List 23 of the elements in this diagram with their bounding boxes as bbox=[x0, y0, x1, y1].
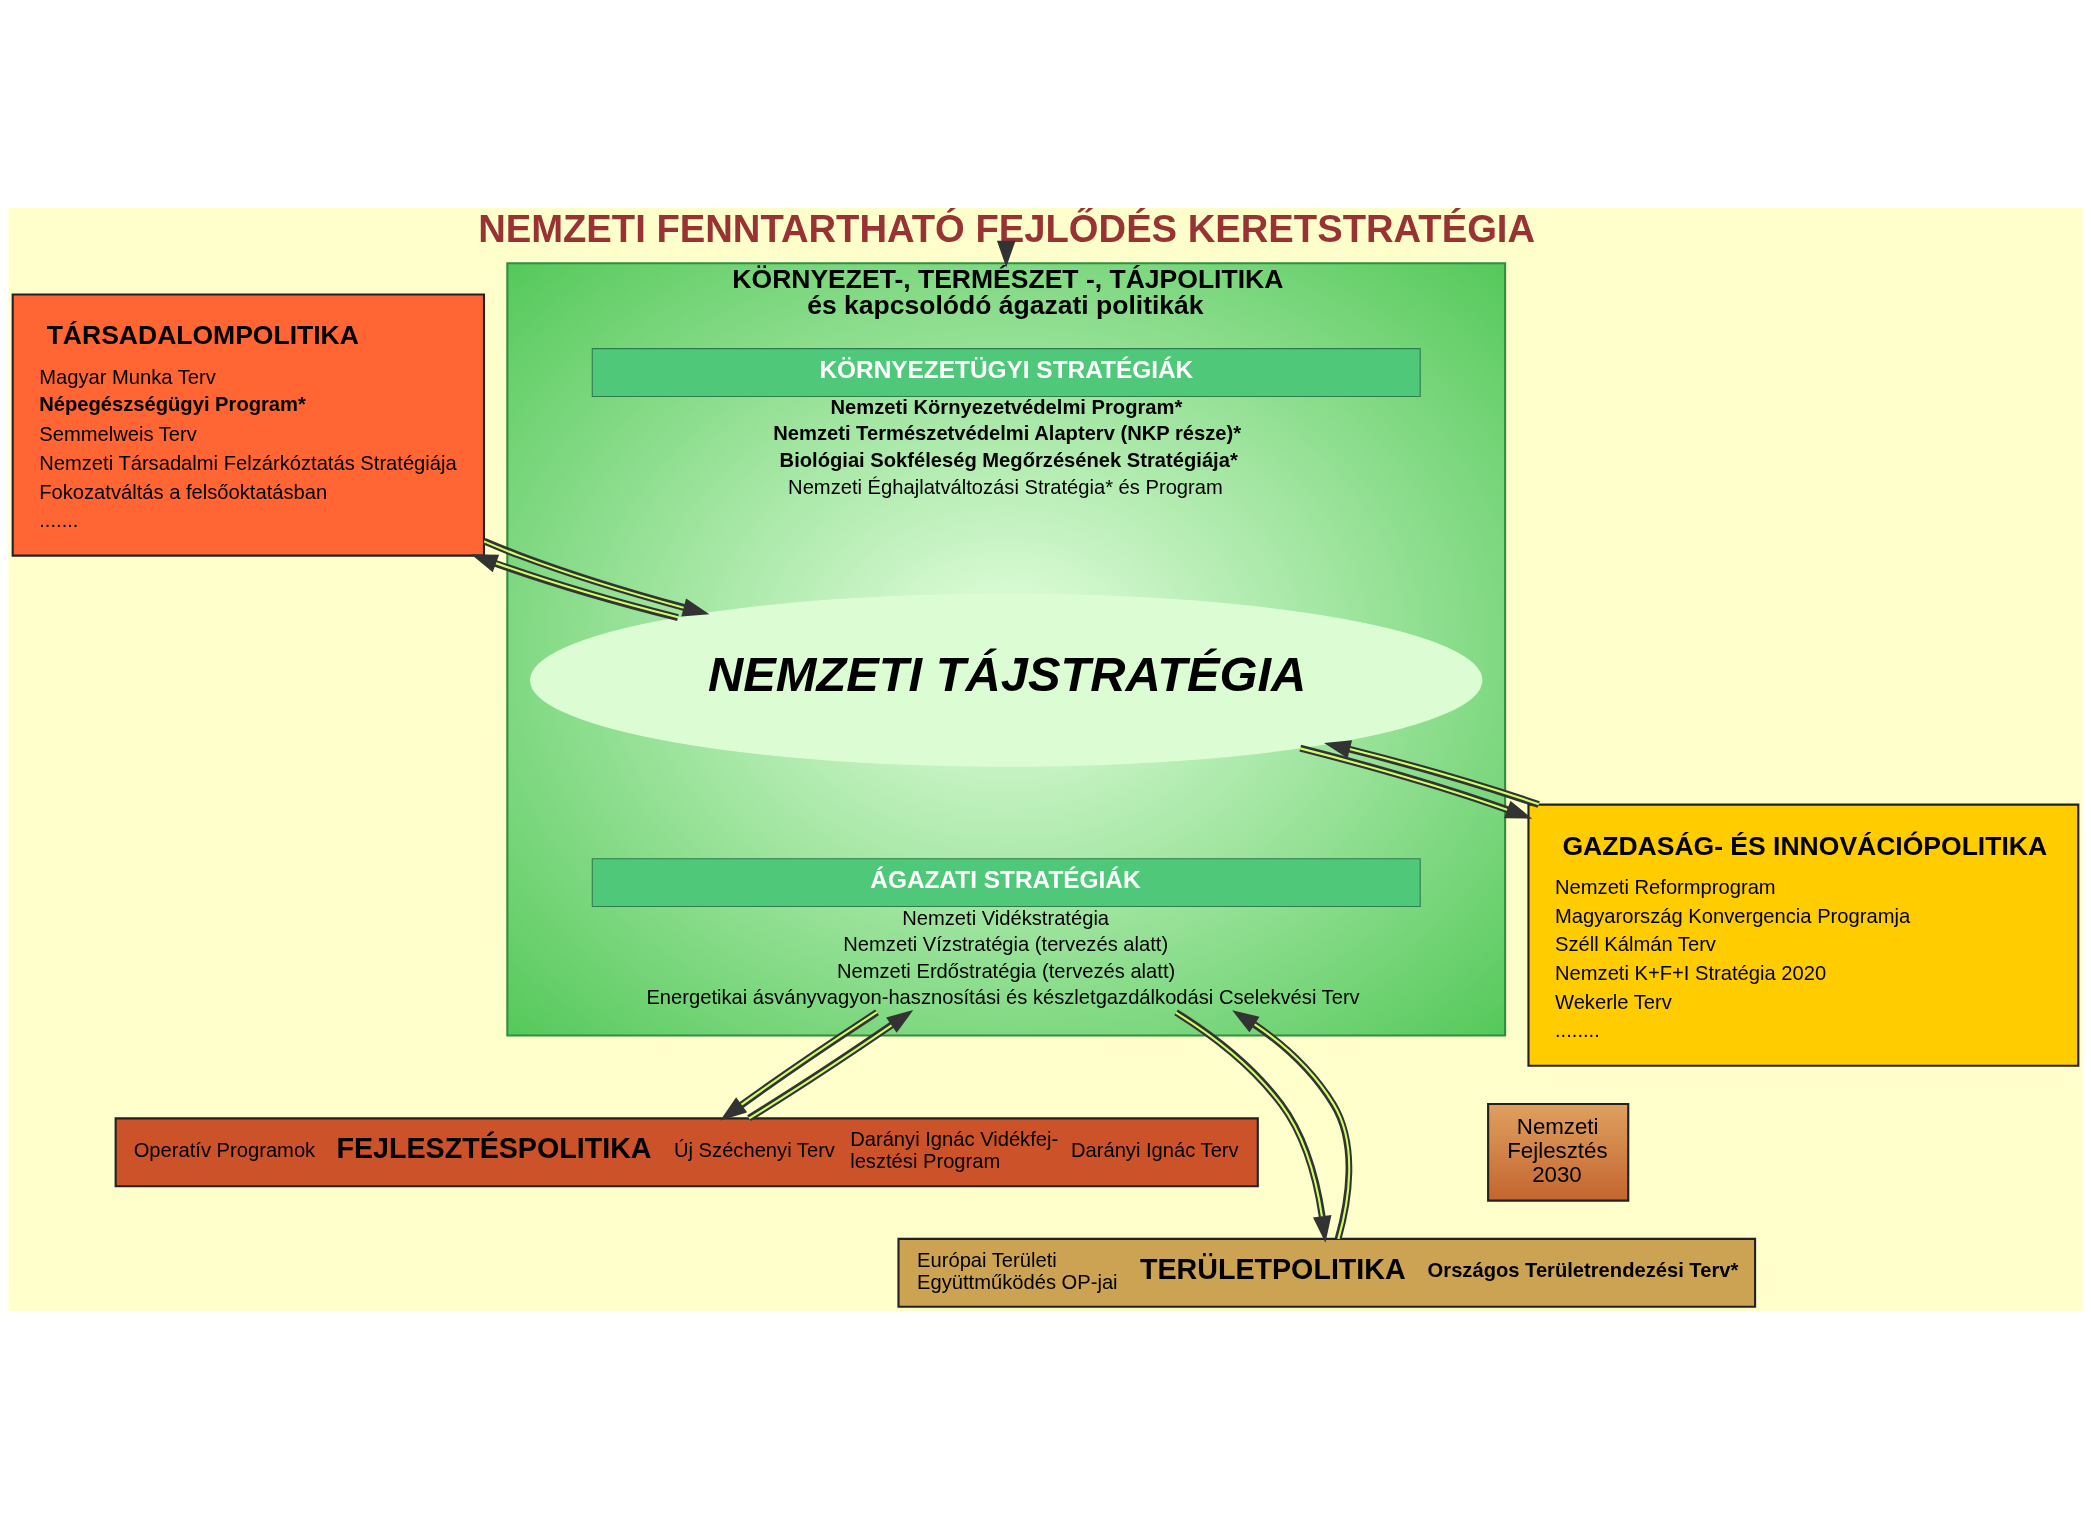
node-label: Nemzeti Erdőstratégia (tervezés alatt) bbox=[836, 959, 1176, 982]
node-label: Nemzeti Környezetvédelmi Program* bbox=[830, 395, 1183, 418]
node-label: Nemzeti Éghajlatváltozási Stratégia* és Program bbox=[788, 475, 1223, 498]
node-text: NEMZETI FENNTARTHATÓ FEJLŐDÉS KERETSTRATÉGIA bbox=[478, 206, 1536, 250]
arrow bbox=[720, 1009, 879, 1121]
arrow bbox=[471, 553, 679, 621]
arrow bbox=[1232, 1009, 1353, 1240]
arrow bbox=[1324, 739, 1540, 808]
arrow bbox=[747, 1009, 914, 1121]
arrow bbox=[1174, 1008, 1332, 1243]
node-ellipse: NEMZETI TÁJSTRATÉGIA bbox=[530, 593, 1483, 767]
node-box: Nemzeti Fejlesztés 2030 bbox=[1487, 1102, 1630, 1202]
arrow bbox=[1299, 744, 1533, 819]
arrow bbox=[482, 537, 710, 616]
node-label: Nemzeti Vízstratégia (tervezés alatt) bbox=[843, 932, 1169, 955]
node-label: Biológiai Sokféleség Megőrzésének Stratégiája* bbox=[779, 448, 1238, 471]
node-label: Energetikai ásványvagyon-hasznosítási és készletgazdálkodási Cselekvési Terv bbox=[646, 985, 1360, 1008]
node-box: TÁRSADALOMPOLITIKA Magyar Munka Terv Népegészségügyi Program* Semmelweis Terv Nemzeti Társadalmi Felzárkóztatás Stratégiája Fokozatváltás a felsőoktatásban ....... bbox=[11, 292, 486, 557]
node-box: GAZDASÁG- ÉS INNOVÁCIÓPOLITIKA Nemzeti Reformprogram Magyarország Konvergencia Programja Széll Kálmán Terv Nemzeti K+F+I Stratégia 2020 Wekerle Terv ........ bbox=[1527, 803, 2080, 1067]
node-label: Nemzeti Természetvédelmi Alapterv (NKP része)* bbox=[773, 421, 1242, 444]
arrow bbox=[996, 240, 1016, 267]
node-label: Nemzeti Vidékstratégia bbox=[902, 906, 1110, 929]
node-box: Európai Területi Együttműködés OP-jai TERÜLETPOLITIKA Országos Területrendezési Terv* bbox=[897, 1237, 1757, 1308]
